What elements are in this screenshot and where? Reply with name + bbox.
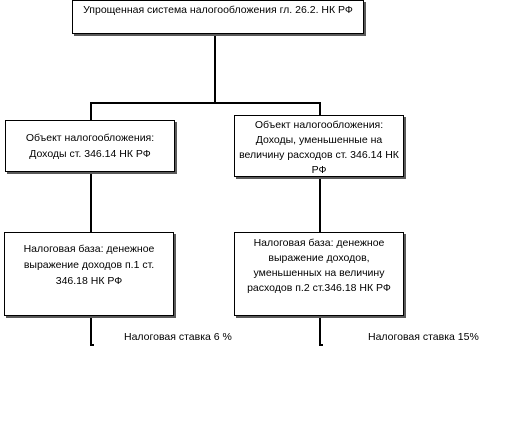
object-income-text: Объект налогообложения: Доходы ст. 346.1… [25,132,155,160]
connector-horizontal-branch [90,102,321,104]
tax-base-income-text: Налоговая база: денежное выражение доход… [23,243,155,287]
usn-title-text: Упрощенная система налогообложения гл. 2… [83,4,353,16]
connector-to-right-object [319,102,321,116]
connector-right-base-to-rate [319,316,321,346]
tax-rate-6-label: Налоговая ставка 6 % [124,331,232,343]
tax-rate-15-label: Налоговая ставка 15% [368,331,479,343]
connector-right-rate-tick [319,344,323,346]
connector-left-rate-tick [90,344,94,346]
object-income-box: Объект налогообложения: Доходы ст. 346.1… [5,120,175,172]
usn-title-box: Упрощенная система налогообложения гл. 2… [72,0,364,34]
tax-base-income-minus-expenses-text: Налоговая база: денежное выражение доход… [247,237,391,294]
connector-to-left-object [90,102,92,121]
tax-base-income-box: Налоговая база: денежное выражение доход… [4,232,174,316]
object-income-minus-expenses-box: Объект налогообложения: Доходы, уменьшен… [234,115,404,177]
connector-right-object-to-base [319,177,321,233]
connector-left-base-to-rate [90,316,92,346]
object-income-minus-expenses-text: Объект налогообложения: Доходы, уменьшен… [239,119,399,176]
connector-left-object-to-base [90,172,92,233]
tax-base-income-minus-expenses-box: Налоговая база: денежное выражение доход… [234,232,404,316]
connector-top-down [214,34,216,103]
